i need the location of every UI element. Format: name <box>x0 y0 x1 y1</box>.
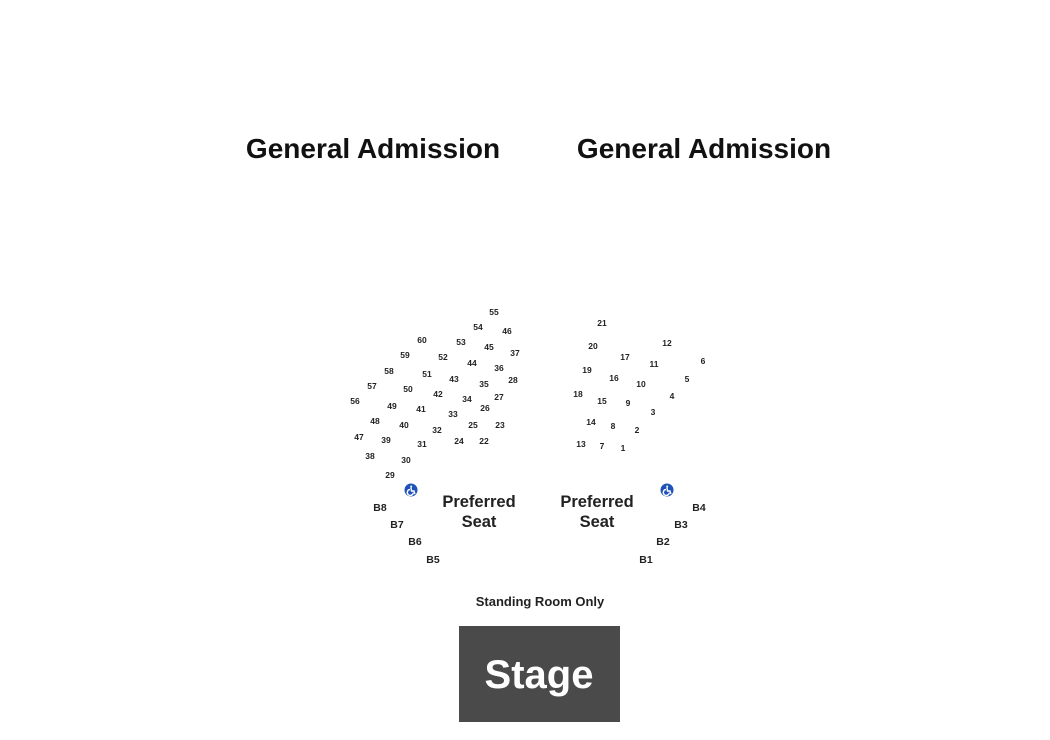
seat-27[interactable]: 27 <box>494 392 504 402</box>
seat-47[interactable]: 47 <box>354 432 364 442</box>
stage <box>459 626 620 722</box>
wheelchair-accessible-icon <box>404 483 418 497</box>
standing-room-only-label: Standing Room Only <box>476 594 605 609</box>
general-admission-right[interactable]: General Admission <box>577 133 831 164</box>
seat-13[interactable]: 13 <box>576 439 586 449</box>
seat-60[interactable]: 60 <box>417 335 427 345</box>
seat-55[interactable]: 55 <box>489 307 499 317</box>
seat-33[interactable]: 33 <box>448 409 458 419</box>
seat-22[interactable]: 22 <box>479 436 489 446</box>
seat-45[interactable]: 45 <box>484 342 494 352</box>
box-seat-b2[interactable]: B2 <box>656 536 670 548</box>
seat-17[interactable]: 17 <box>620 352 630 362</box>
seat-7[interactable]: 7 <box>600 441 605 451</box>
seat-46[interactable]: 46 <box>502 326 512 336</box>
box-seat-b3[interactable]: B3 <box>674 519 688 531</box>
seat-52[interactable]: 52 <box>438 352 448 362</box>
seat-35[interactable]: 35 <box>479 379 489 389</box>
stage-label: Stage <box>485 653 594 697</box>
seat-36[interactable]: 36 <box>494 363 504 373</box>
preferred-seat-left-line1: Preferred <box>442 493 515 511</box>
seat-15[interactable]: 15 <box>597 396 607 406</box>
seat-49[interactable]: 49 <box>387 401 397 411</box>
seat-50[interactable]: 50 <box>403 384 413 394</box>
seat-23[interactable]: 23 <box>495 420 505 430</box>
seat-25[interactable]: 25 <box>468 420 478 430</box>
seat-56[interactable]: 56 <box>350 396 360 406</box>
seat-9[interactable]: 9 <box>626 398 631 408</box>
seat-1[interactable]: 1 <box>621 443 626 453</box>
seat-37[interactable]: 37 <box>510 348 520 358</box>
seat-18[interactable]: 18 <box>573 389 583 399</box>
seat-26[interactable]: 26 <box>480 403 490 413</box>
seat-38[interactable]: 38 <box>365 451 375 461</box>
seat-39[interactable]: 39 <box>381 435 391 445</box>
wheelchair-accessible-icon <box>660 483 674 497</box>
right-seat-section: 21 12 20 17 6 11 19 16 5 10 18 4 15 9 3 14 8 2 13 7 1 <box>573 318 705 453</box>
seat-20[interactable]: 20 <box>588 341 598 351</box>
seat-30[interactable]: 30 <box>401 455 411 465</box>
seat-43[interactable]: 43 <box>449 374 459 384</box>
seat-6[interactable]: 6 <box>701 356 706 366</box>
seat-19[interactable]: 19 <box>582 365 592 375</box>
seat-14[interactable]: 14 <box>586 417 596 427</box>
seat-12[interactable]: 12 <box>662 338 672 348</box>
seat-59[interactable]: 59 <box>400 350 410 360</box>
seat-58[interactable]: 58 <box>384 366 394 376</box>
seat-4[interactable]: 4 <box>670 391 675 401</box>
preferred-seat-left-line2: Seat <box>462 513 497 531</box>
seat-34[interactable]: 34 <box>462 394 472 404</box>
seat-54[interactable]: 54 <box>473 322 483 332</box>
seat-31[interactable]: 31 <box>417 439 427 449</box>
box-seat-b8[interactable]: B8 <box>373 502 387 514</box>
general-admission-left[interactable]: General Admission <box>246 133 500 164</box>
seat-5[interactable]: 5 <box>685 374 690 384</box>
seat-11[interactable]: 11 <box>650 359 659 369</box>
seat-21[interactable]: 21 <box>597 318 607 328</box>
box-seat-b4[interactable]: B4 <box>692 502 706 514</box>
seat-16[interactable]: 16 <box>609 373 619 383</box>
box-seat-b7[interactable]: B7 <box>390 519 404 531</box>
seat-40[interactable]: 40 <box>399 420 409 430</box>
left-seat-section: 55 54 46 60 53 45 59 52 37 44 36 58 51 43 28 35 57 50 42 27… <box>350 307 520 480</box>
preferred-seat-right-line2: Seat <box>580 513 615 531</box>
box-seat-b1[interactable]: B1 <box>639 554 653 566</box>
box-seat-b6[interactable]: B6 <box>408 536 422 548</box>
seat-2[interactable]: 2 <box>635 425 640 435</box>
seat-28[interactable]: 28 <box>508 375 518 385</box>
seat-57[interactable]: 57 <box>367 381 377 391</box>
box-seat-b5[interactable]: B5 <box>426 554 440 566</box>
seat-32[interactable]: 32 <box>432 425 442 435</box>
seat-8[interactable]: 8 <box>611 421 616 431</box>
seat-29[interactable]: 29 <box>385 470 395 480</box>
preferred-seat-right-line1: Preferred <box>560 493 633 511</box>
seat-48[interactable]: 48 <box>370 416 380 426</box>
seat-3[interactable]: 3 <box>651 407 656 417</box>
seat-53[interactable]: 53 <box>456 337 466 347</box>
seat-44[interactable]: 44 <box>467 358 477 368</box>
seat-10[interactable]: 10 <box>636 379 646 389</box>
seat-41[interactable]: 41 <box>416 404 426 414</box>
seat-24[interactable]: 24 <box>454 436 464 446</box>
seat-51[interactable]: 51 <box>422 369 432 379</box>
seat-42[interactable]: 42 <box>433 389 443 399</box>
